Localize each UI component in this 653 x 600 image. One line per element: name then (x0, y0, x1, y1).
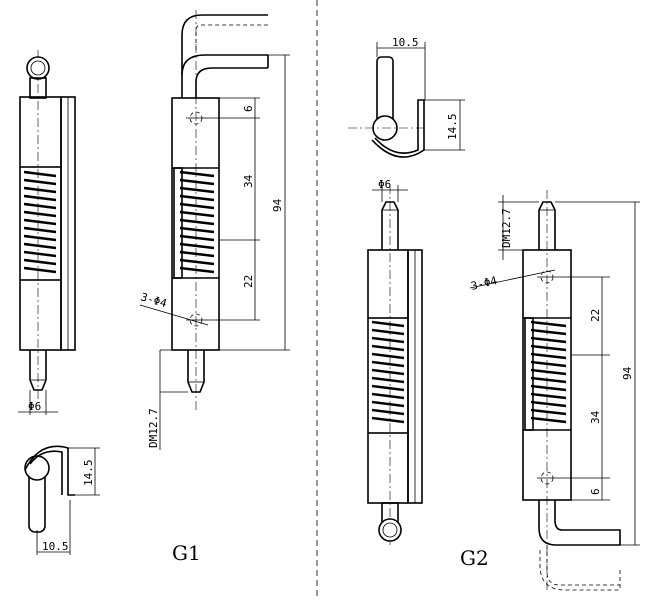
g2-side-total: 94 (621, 366, 634, 380)
g2-side-holes: 3-Φ4 (470, 274, 499, 293)
g2-top-view: 10.5 14.5 (348, 36, 465, 158)
g2-side-thread: DM12.7 (500, 208, 513, 248)
g1-side-spring (179, 170, 215, 274)
g2-top-height: 14.5 (446, 114, 459, 141)
g2-front-diameter: Φ6 (378, 178, 391, 191)
g1-side-view: 6 34 22 94 3-Φ4 DM12.7 (139, 10, 290, 450)
g2-side-dim-34: 34 (589, 410, 602, 424)
label-g2: G2 (460, 546, 489, 570)
g2-top-width: 10.5 (392, 36, 419, 49)
g1-bottom-width: 10.5 (42, 540, 69, 553)
g1-side-thread: DM12.7 (147, 408, 160, 448)
label-g1: G1 (172, 541, 201, 565)
g1-side-dim-6: 6 (242, 105, 255, 112)
g2-front-view: Φ6 (367, 178, 423, 545)
g2-side-dim-6: 6 (589, 488, 602, 495)
g1-front-spring (19, 167, 62, 280)
g2-front-spring (367, 318, 409, 433)
g1-bottom-height: 14.5 (82, 460, 95, 487)
g1-front-diameter: Φ6 (28, 400, 41, 413)
g2-side-spring (530, 320, 567, 424)
g1-bottom-view: 14.5 10.5 (24, 445, 100, 555)
g1-front-view: Φ6 (18, 50, 76, 415)
g1-side-holes: 3-Φ4 (139, 290, 168, 310)
g2-side-dim-22: 22 (589, 309, 602, 322)
g1-side-dim-34: 34 (242, 174, 255, 188)
g1-side-total: 94 (271, 198, 284, 212)
g1-side-dim-22: 22 (242, 275, 255, 288)
g2-side-view: DM12.7 3-Φ4 22 34 6 94 (470, 190, 640, 591)
